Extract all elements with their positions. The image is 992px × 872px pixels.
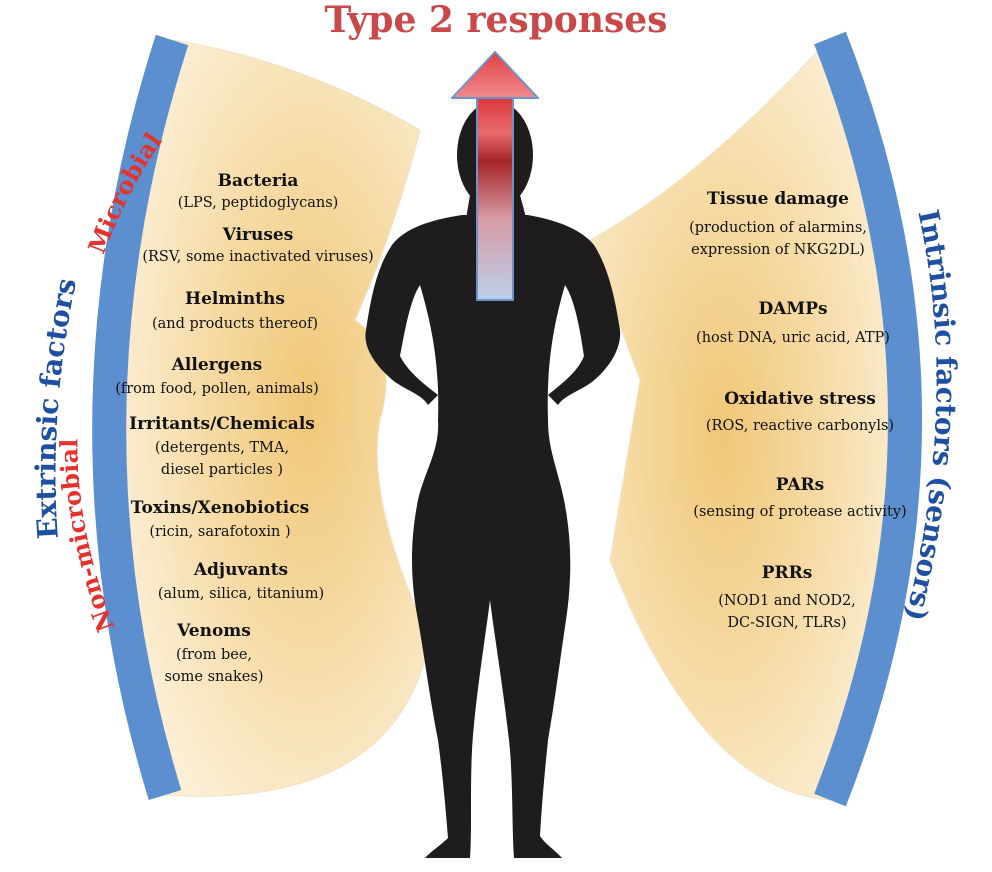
factor-damps: DAMPs (host DNA, uric acid, ATP) [696, 299, 890, 346]
factor-head: Venoms [176, 621, 251, 641]
diagram-title: Type 2 responses [325, 0, 668, 41]
right-blue-band [814, 31, 922, 807]
factor-detail: some snakes) [164, 669, 263, 685]
factor-detail: expression of NKG2DL) [691, 242, 865, 258]
factor-head: Allergens [171, 355, 263, 375]
factor-tissue-damage: Tissue damage (production of alarmins, e… [689, 189, 867, 258]
factor-prrs: PRRs (NOD1 and NOD2, DC-SIGN, TLRs) [718, 563, 856, 631]
type2-arrow[interactable] [451, 51, 539, 301]
left-factor-list: Bacteria (LPS, peptidoglycans) Viruses (… [115, 171, 373, 685]
factor-head: Toxins/Xenobiotics [131, 498, 309, 518]
left-blue-band [92, 34, 189, 800]
right-factor-list: Tissue damage (production of alarmins, e… [689, 189, 907, 631]
factor-allergens: Allergens (from food, pollen, animals) [115, 355, 319, 397]
factor-detail: (host DNA, uric acid, ATP) [696, 330, 890, 346]
factor-head: Bacteria [218, 171, 299, 191]
factor-toxins: Toxins/Xenobiotics (ricin, sarafotoxin ) [131, 498, 309, 540]
factor-head: Viruses [222, 225, 294, 245]
factor-helminths: Helminths (and products thereof) [152, 289, 318, 332]
factor-head: Tissue damage [707, 189, 849, 209]
factor-venoms: Venoms (from bee, some snakes) [164, 621, 263, 685]
factor-bacteria: Bacteria (LPS, peptidoglycans) [178, 171, 339, 211]
factor-detail: (production of alarmins, [689, 220, 867, 236]
factor-adjuvants: Adjuvants (alum, silica, titanium) [158, 560, 324, 602]
factor-detail: diesel particles ) [161, 462, 283, 478]
factor-detail: (alum, silica, titanium) [158, 586, 324, 602]
factor-detail: (from food, pollen, animals) [115, 381, 319, 397]
factor-oxidative-stress: Oxidative stress (ROS, reactive carbonyl… [706, 389, 894, 434]
factor-detail: (LPS, peptidoglycans) [178, 195, 339, 211]
factor-detail: (from bee, [176, 647, 252, 663]
factor-detail: (ricin, sarafotoxin ) [149, 524, 290, 540]
factor-detail: (sensing of protease activity) [693, 504, 906, 520]
factor-pars: PARs (sensing of protease activity) [693, 475, 906, 520]
factor-detail: DC-SIGN, TLRs) [727, 615, 846, 631]
factor-detail: (detergents, TMA, [155, 440, 289, 456]
factor-head: Oxidative stress [724, 389, 876, 409]
factor-head: DAMPs [758, 299, 827, 319]
factor-head: Irritants/Chemicals [129, 414, 315, 434]
factor-head: PARs [776, 475, 824, 495]
factor-detail: (and products thereof) [152, 316, 318, 332]
factor-head: PRRs [762, 563, 813, 583]
factor-irritants: Irritants/Chemicals (detergents, TMA, di… [129, 414, 315, 478]
factor-head: Adjuvants [193, 560, 288, 580]
factor-detail: (NOD1 and NOD2, [718, 593, 856, 609]
factor-detail: (ROS, reactive carbonyls) [706, 418, 894, 434]
factor-viruses: Viruses (RSV, some inactivated viruses) [142, 225, 373, 265]
factor-head: Helminths [185, 289, 285, 309]
factor-detail: (RSV, some inactivated viruses) [142, 249, 373, 265]
